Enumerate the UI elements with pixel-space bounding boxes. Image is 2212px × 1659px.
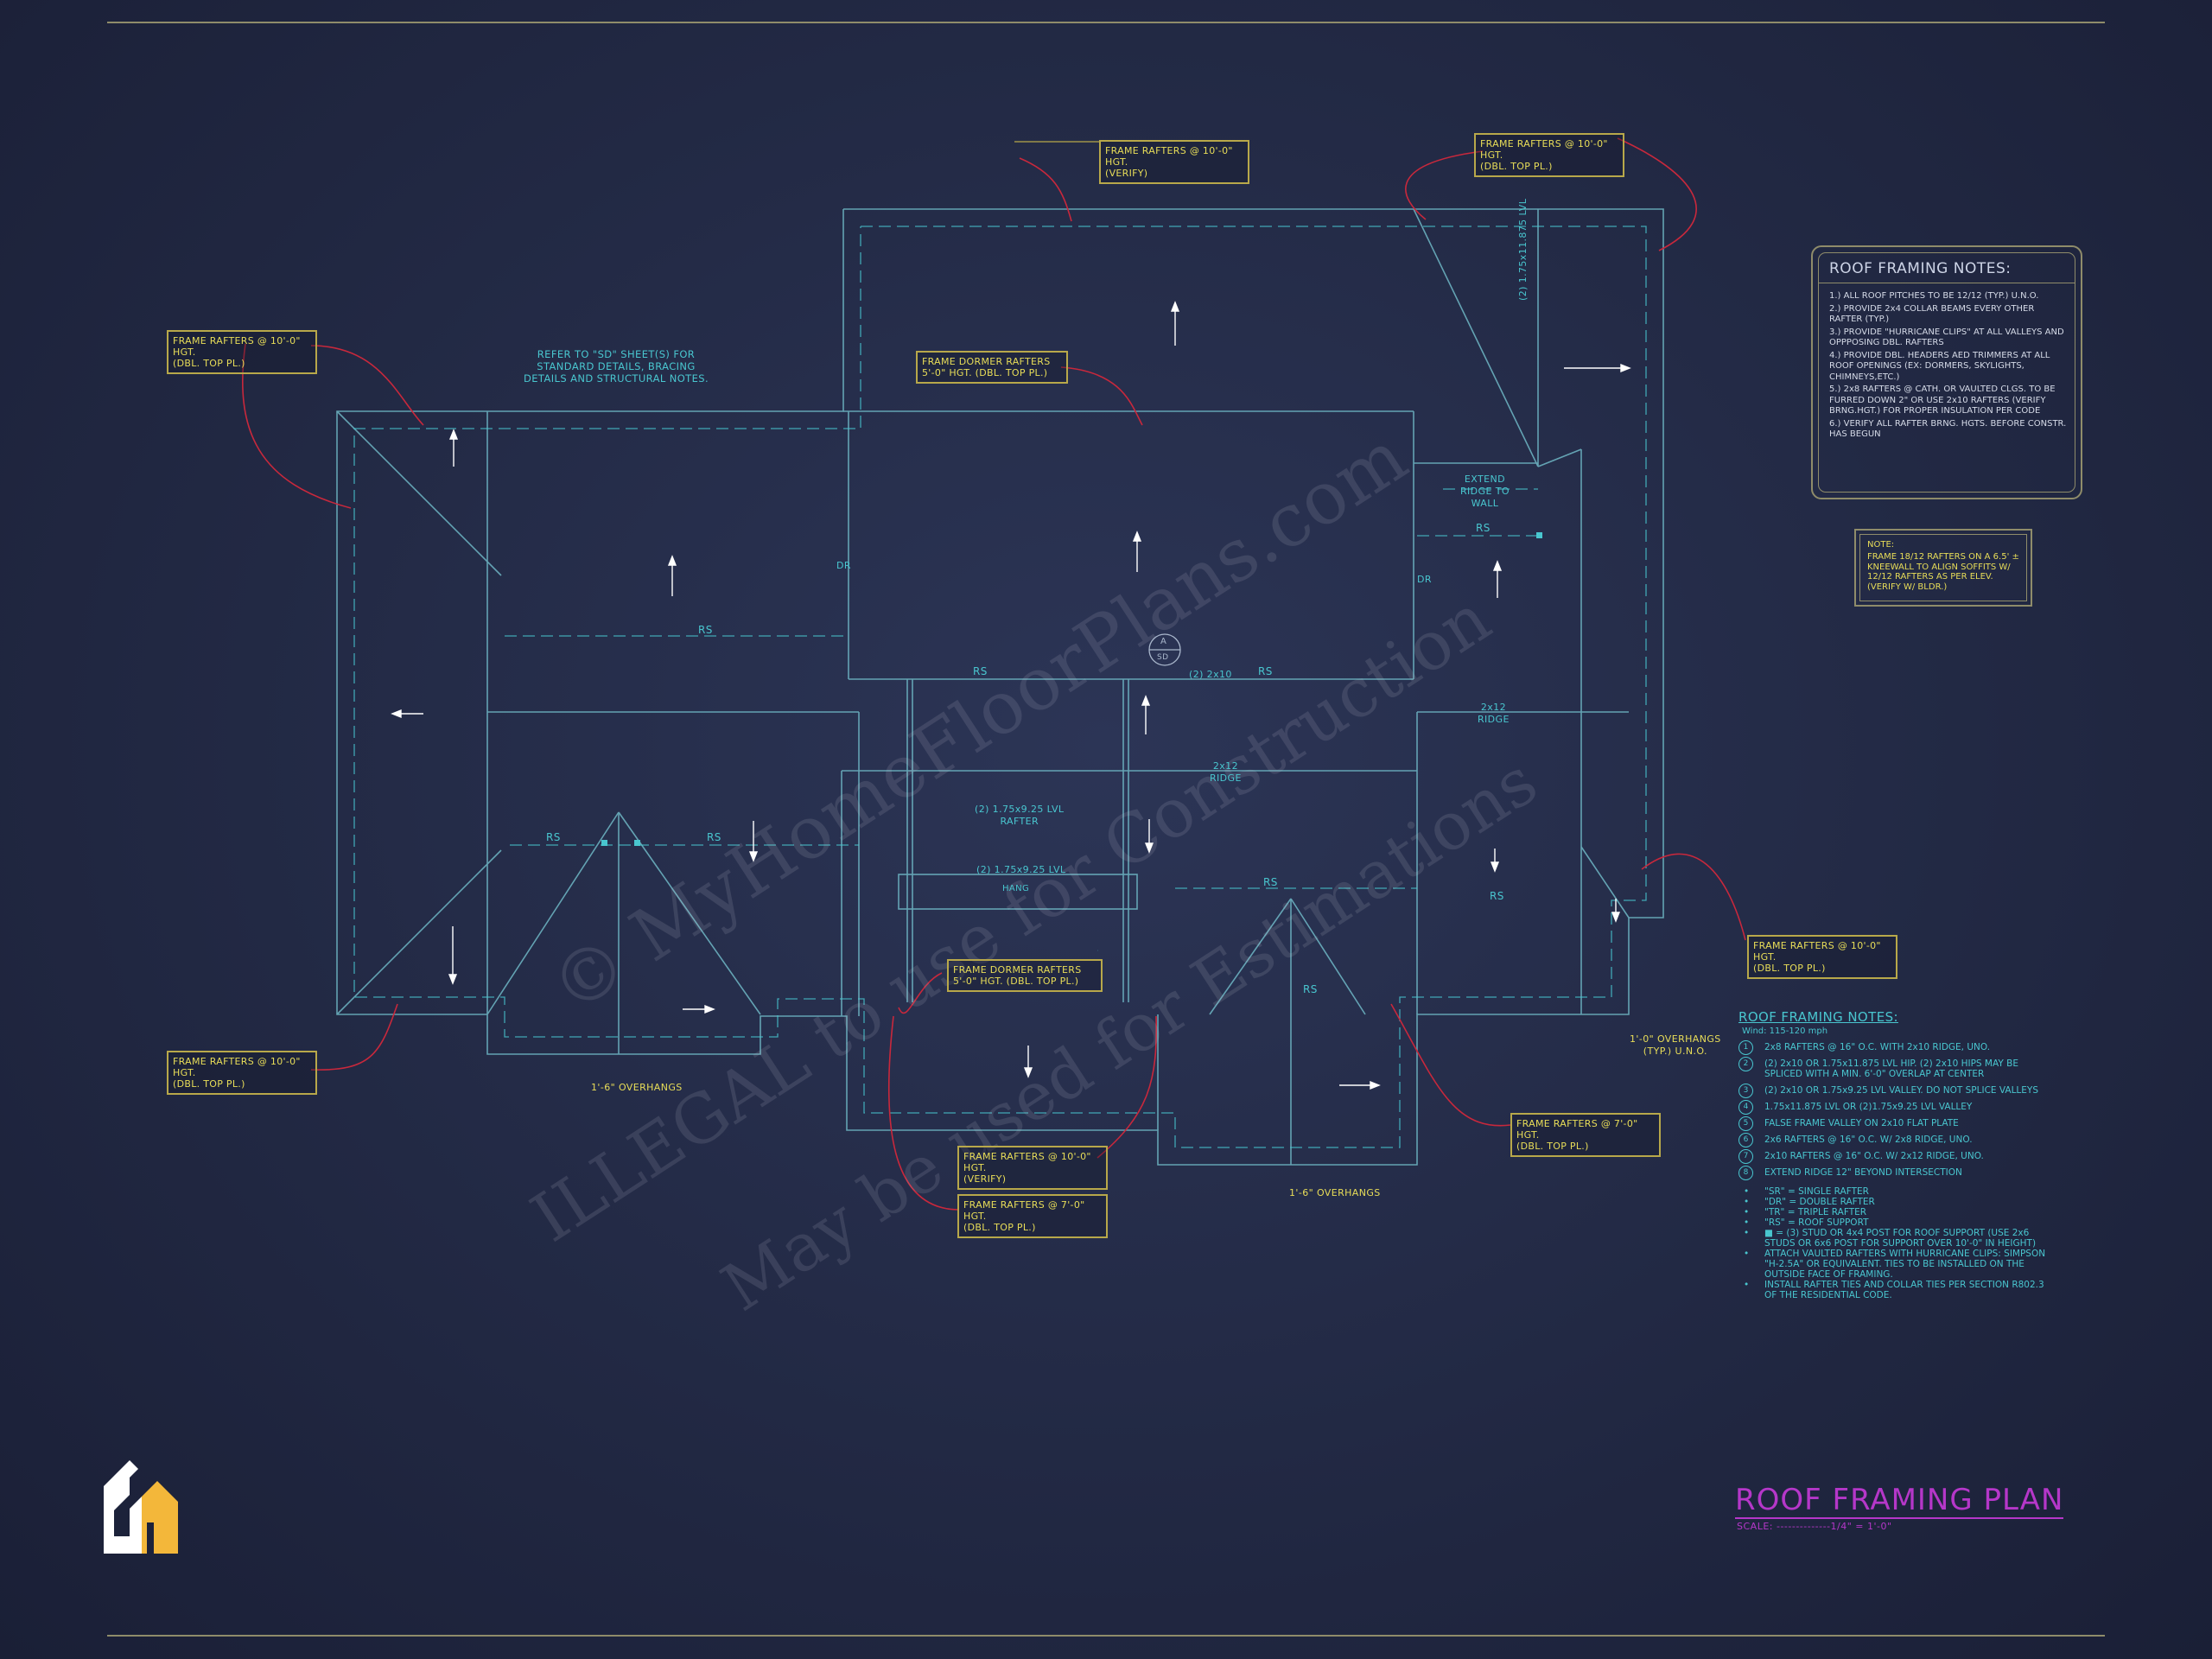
- dr-label-2: DR: [1417, 574, 1432, 585]
- legend-number-badge: 7: [1738, 1149, 1753, 1164]
- legend-bullet: "TR" = TRIPLE RAFTER: [1738, 1207, 2058, 1217]
- sheet-title: ROOF FRAMING PLAN: [1735, 1483, 2064, 1517]
- kneewall-note-box: NOTE: FRAME 18/12 RAFTERS ON A 6.5' ± KN…: [1854, 529, 2032, 607]
- legend-wind-rating: Wind: 115-120 mph: [1742, 1027, 1828, 1036]
- legend-item-text: 2x10 RAFTERS @ 16" O.C. W/ 2x12 RIDGE, U…: [1764, 1151, 1984, 1161]
- legend-bullet: "DR" = DOUBLE RAFTER: [1738, 1197, 2058, 1207]
- legend-item-text: 1.75x11.875 LVL OR (2)1.75x9.25 LVL VALL…: [1764, 1102, 1973, 1112]
- callout-rafters-top-center: FRAME RAFTERS @ 10'-0" HGT. (VERIFY): [1099, 140, 1249, 184]
- legend-item-text: FALSE FRAME VALLEY ON 2x10 FLAT PLATE: [1764, 1118, 1959, 1128]
- rs-label-6: RS: [707, 831, 721, 843]
- rs-label-5: RS: [546, 831, 561, 843]
- legend-item-text: (2) 2x10 OR 1.75x9.25 LVL VALLEY. DO NOT…: [1764, 1085, 2038, 1096]
- legend-item-text: 2x8 RAFTERS @ 16" O.C. WITH 2x10 RIDGE, …: [1764, 1042, 1991, 1052]
- hang-label: HANG: [1002, 884, 1030, 893]
- rs-label-9: RS: [1303, 983, 1318, 995]
- roof-note-item: 1.) ALL ROOF PITCHES TO BE 12/12 (TYP.) …: [1829, 291, 2039, 301]
- callout-rafters-bottom-7ft: FRAME RAFTERS @ 7'-0" HGT. (DBL. TOP PL.…: [957, 1194, 1108, 1238]
- legend-item: 7 2x10 RAFTERS @ 16" O.C. W/ 2x12 RIDGE,…: [1738, 1149, 2058, 1164]
- legend-number-badge: 2: [1738, 1057, 1753, 1071]
- callout-rafters-bottom-verify: FRAME RAFTERS @ 10'-0" HGT. (VERIFY): [957, 1146, 1108, 1190]
- overhang-label-right: 1'-0" OVERHANGS (TYP.) U.N.O.: [1630, 1033, 1721, 1057]
- roof-note-item: 3.) PROVIDE "HURRICANE CLIPS" AT ALL VAL…: [1829, 327, 2064, 348]
- legend-number-badge: 5: [1738, 1116, 1753, 1131]
- legend-title: ROOF FRAMING NOTES:: [1738, 1009, 1898, 1025]
- roof-note-item: 5.) 2x8 RAFTERS @ CATH. OR VAULTED CLGS.…: [1829, 385, 2056, 416]
- legend-number-badge: 4: [1738, 1100, 1753, 1115]
- framing-legend: ROOF FRAMING NOTES: Wind: 115-120 mph 1 …: [1738, 1009, 2058, 1300]
- overhang-label-left: 1'-6" OVERHANGS: [591, 1082, 683, 1093]
- legend-bullet: ■ = (3) STUD OR 4x4 POST FOR ROOF SUPPOR…: [1738, 1228, 2058, 1249]
- callout-dormer-lower: FRAME DORMER RAFTERS 5'-0" HGT. (DBL. TO…: [947, 959, 1103, 992]
- section-sd-label: SD: [1157, 653, 1169, 662]
- rs-label-4: RS: [1476, 522, 1491, 534]
- roof-framing-notes-title: ROOF FRAMING NOTES:: [1829, 260, 2012, 277]
- section-marker-icon: [1148, 633, 1181, 666]
- legend-bullet: "SR" = SINGLE RAFTER: [1738, 1186, 2058, 1197]
- kneewall-note-title: NOTE:: [1867, 540, 1895, 550]
- roof-note-item: 2.) PROVIDE 2x4 COLLAR BEAMS EVERY OTHER…: [1829, 303, 2035, 325]
- callout-dormer-upper: FRAME DORMER RAFTERS 5'-0" HGT. (DBL. TO…: [916, 351, 1068, 384]
- legend-item: 6 2x6 RAFTERS @ 16" O.C. W/ 2x8 RIDGE, U…: [1738, 1133, 2058, 1147]
- ridge-label-center: 2x12 RIDGE: [1210, 760, 1242, 784]
- sheet-title-rule: [1735, 1517, 2063, 1519]
- roof-note-item: 6.) VERIFY ALL RAFTER BRNG. HGTS. BEFORE…: [1829, 418, 2067, 440]
- roof-framing-notes-inner: ROOF FRAMING NOTES: 1.) ALL ROOF PITCHES…: [1818, 252, 2075, 493]
- legend-number-badge: 1: [1738, 1040, 1753, 1055]
- legend-item: 2 (2) 2x10 OR 1.75x11.875 LVL HIP. (2) 2…: [1738, 1057, 2058, 1079]
- two-x10-label: (2) 2x10: [1189, 669, 1232, 680]
- kneewall-note-inner: NOTE: FRAME 18/12 RAFTERS ON A 6.5' ± KN…: [1859, 534, 2027, 601]
- legend-item: 5 FALSE FRAME VALLEY ON 2x10 FLAT PLATE: [1738, 1116, 2058, 1131]
- legend-item: 8 EXTEND RIDGE 12" BEYOND INTERSECTION: [1738, 1166, 2058, 1180]
- refer-sd-note: REFER TO "SD" SHEET(S) FOR STANDARD DETA…: [524, 348, 709, 385]
- callout-rafters-left-lower: FRAME RAFTERS @ 10'-0" HGT. (DBL. TOP PL…: [167, 1051, 317, 1095]
- lvl-rafter-label: (2) 1.75x9.25 LVL RAFTER: [975, 804, 1065, 827]
- legend-item: 1 2x8 RAFTERS @ 16" O.C. WITH 2x10 RIDGE…: [1738, 1040, 2058, 1055]
- bottom-border-line: [107, 1635, 2105, 1637]
- top-border-line: [107, 22, 2105, 23]
- lvl-hip-label: (2) 1.75x11.875 LVL: [1517, 198, 1529, 301]
- legend-bullet: INSTALL RAFTER TIES AND COLLAR TIES PER …: [1738, 1280, 2058, 1300]
- callout-rafters-top-right: FRAME RAFTERS @ 10'-0" HGT. (DBL. TOP PL…: [1474, 133, 1624, 177]
- legend-bullet: ATTACH VAULTED RAFTERS WITH HURRICANE CL…: [1738, 1249, 2058, 1280]
- legend-item-text: 2x6 RAFTERS @ 16" O.C. W/ 2x8 RIDGE, UNO…: [1764, 1135, 1973, 1145]
- legend-item: 4 1.75x11.875 LVL OR (2)1.75x9.25 LVL VA…: [1738, 1100, 2058, 1115]
- rs-label-8: RS: [1490, 890, 1504, 902]
- legend-item-text: (2) 2x10 OR 1.75x11.875 LVL HIP. (2) 2x1…: [1764, 1058, 2018, 1079]
- lvl-beam-label: (2) 1.75x9.25 LVL: [976, 864, 1066, 875]
- legend-abbreviations: "SR" = SINGLE RAFTER "DR" = DOUBLE RAFTE…: [1738, 1186, 2058, 1300]
- callout-rafters-right: FRAME RAFTERS @ 10'-0" HGT. (DBL. TOP PL…: [1747, 935, 1897, 979]
- roof-note-item: 4.) PROVIDE DBL. HEADERS AED TRIMMERS AT…: [1829, 350, 2050, 382]
- home-logo-icon: [104, 1460, 178, 1554]
- rs-label-3: RS: [1258, 665, 1273, 677]
- kneewall-note-body: FRAME 18/12 RAFTERS ON A 6.5' ± KNEEWALL…: [1867, 552, 2019, 592]
- legend-item: 3 (2) 2x10 OR 1.75x9.25 LVL VALLEY. DO N…: [1738, 1084, 2058, 1098]
- callout-rafters-right-7ft: FRAME RAFTERS @ 7'-0" HGT. (DBL. TOP PL.…: [1510, 1113, 1661, 1157]
- legend-number-badge: 8: [1738, 1166, 1753, 1180]
- ridge-label-right: 2x12 RIDGE: [1478, 702, 1510, 725]
- roof-framing-notes-list: 1.) ALL ROOF PITCHES TO BE 12/12 (TYP.) …: [1829, 291, 2068, 442]
- rs-label-7: RS: [1263, 876, 1278, 888]
- overhang-label-bottom: 1'-6" OVERHANGS: [1289, 1187, 1381, 1198]
- rs-label-1: RS: [698, 624, 713, 636]
- extend-ridge-label: EXTEND RIDGE TO WALL: [1460, 474, 1510, 509]
- sheet-scale: SCALE: --------------1/4" = 1'-0": [1737, 1521, 1892, 1532]
- dr-label-1: DR: [836, 560, 851, 571]
- legend-number-badge: 3: [1738, 1084, 1753, 1098]
- legend-number-badge: 6: [1738, 1133, 1753, 1147]
- section-a-label: A: [1160, 637, 1167, 646]
- roof-framing-notes-box: ROOF FRAMING NOTES: 1.) ALL ROOF PITCHES…: [1811, 245, 2082, 499]
- callout-rafters-left-upper: FRAME RAFTERS @ 10'-0" HGT. (DBL. TOP PL…: [167, 330, 317, 374]
- rs-label-2: RS: [973, 665, 988, 677]
- legend-item-text: EXTEND RIDGE 12" BEYOND INTERSECTION: [1764, 1167, 1962, 1178]
- legend-bullet: "RS" = ROOF SUPPORT: [1738, 1217, 2058, 1228]
